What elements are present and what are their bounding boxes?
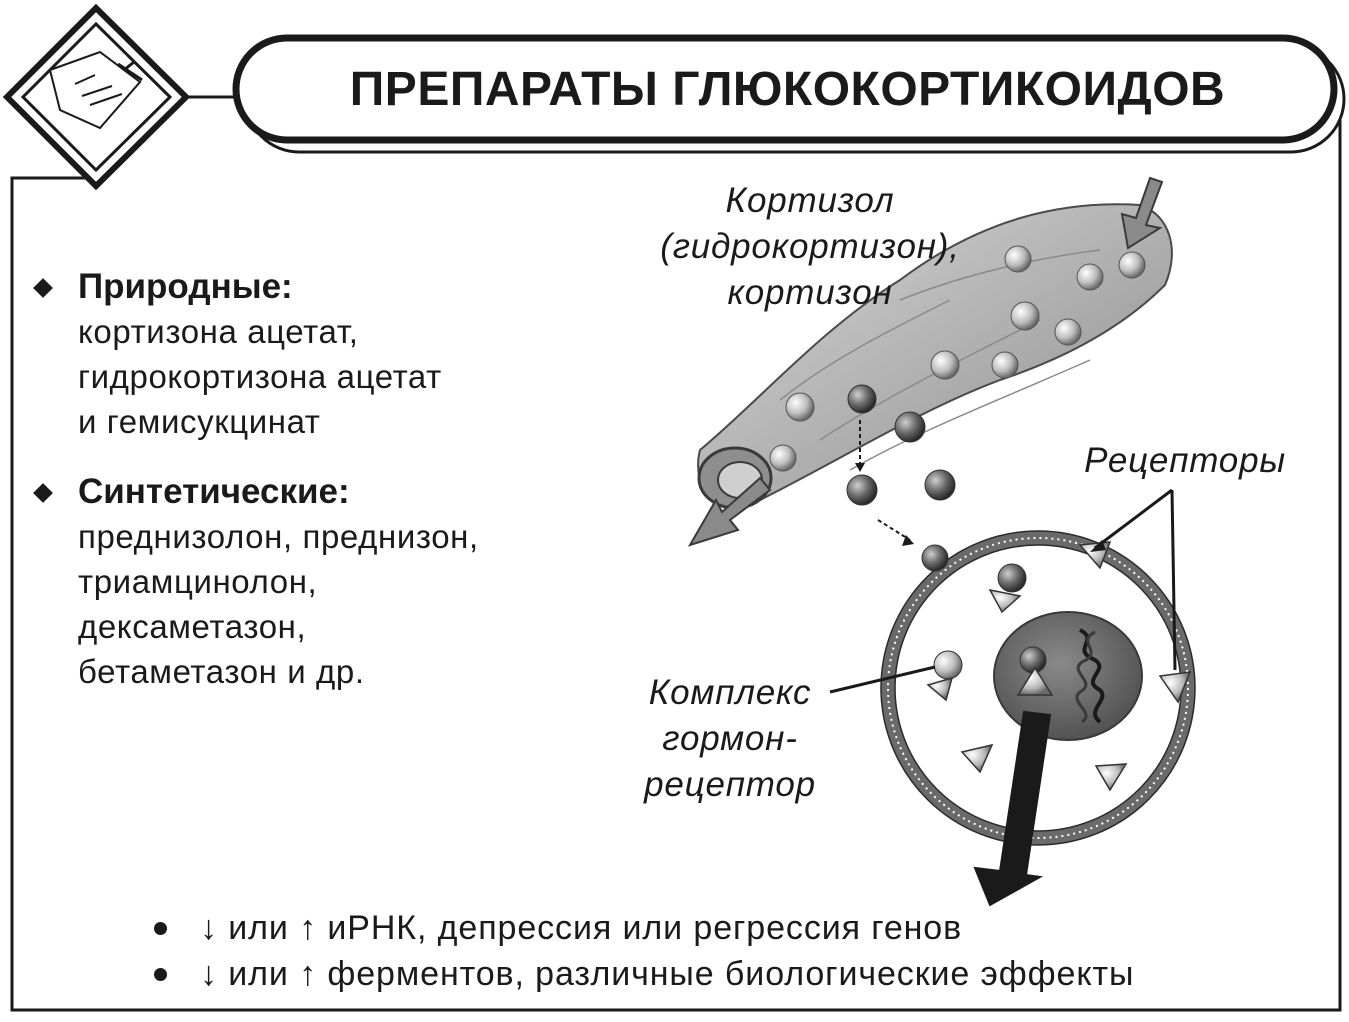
complex-label: Комплекс гормон- рецептор — [625, 670, 835, 808]
natural-group: Природные: кортизона ацетат, гидрокортиз… — [30, 265, 630, 444]
effect-item: ↓ или ↑ ферментов, различные биологическ… — [150, 951, 1134, 997]
cortisol-label: Кортизол (гидрокортизон), кортизон — [620, 178, 1000, 316]
drug-lists: Природные: кортизона ацетат, гидрокортиз… — [30, 265, 630, 720]
list-item: кортизона ацетат, — [30, 309, 630, 354]
effects-list: ↓ или ↑ иРНК, депрессия или регрессия ге… — [150, 905, 1134, 997]
cortisol-label-line: Кортизол — [620, 178, 1000, 224]
document-pen-icon — [7, 8, 186, 186]
effect-text: ↓ или ↑ ферментов, различные биологическ… — [200, 955, 1134, 993]
cortisol-label-line: кортизон — [620, 270, 1000, 316]
receptors-label: Рецепторы — [1060, 438, 1310, 484]
complex-label-line: рецептор — [625, 762, 835, 808]
complex-label-line: Комплекс — [625, 670, 835, 716]
cell-nucleus — [994, 612, 1142, 740]
diamond-bullet-icon — [33, 483, 53, 503]
page-title: ПРЕПАРАТЫ ГЛЮКОКОРТИКОИДОВ — [240, 58, 1335, 120]
cortisol-label-line: (гидрокортизон), — [620, 224, 1000, 270]
synthetic-heading: Синтетические: — [30, 470, 630, 514]
list-item: бетаметазон и др. — [30, 649, 630, 694]
bullet-dot-icon — [154, 968, 167, 981]
effect-item: ↓ или ↑ иРНК, депрессия или регрессия ге… — [150, 905, 1134, 951]
list-item: дексаметазон, — [30, 604, 630, 649]
list-item: гидрокортизона ацетат — [30, 354, 630, 399]
natural-heading-text: Природные: — [78, 267, 293, 306]
diamond-bullet-icon — [33, 278, 53, 298]
complex-label-line: гормон- — [625, 716, 835, 762]
list-item: триамцинолон, — [30, 559, 630, 604]
list-item: преднизолон, преднизон, — [30, 514, 630, 559]
list-item: и гемисукцинат — [30, 399, 630, 444]
synthetic-group: Синтетические: преднизолон, преднизон, т… — [30, 470, 630, 694]
natural-heading: Природные: — [30, 265, 630, 309]
synthetic-heading-text: Синтетические: — [78, 472, 350, 511]
effect-text: ↓ или ↑ иРНК, депрессия или регрессия ге… — [200, 909, 962, 947]
bullet-dot-icon — [154, 922, 167, 935]
